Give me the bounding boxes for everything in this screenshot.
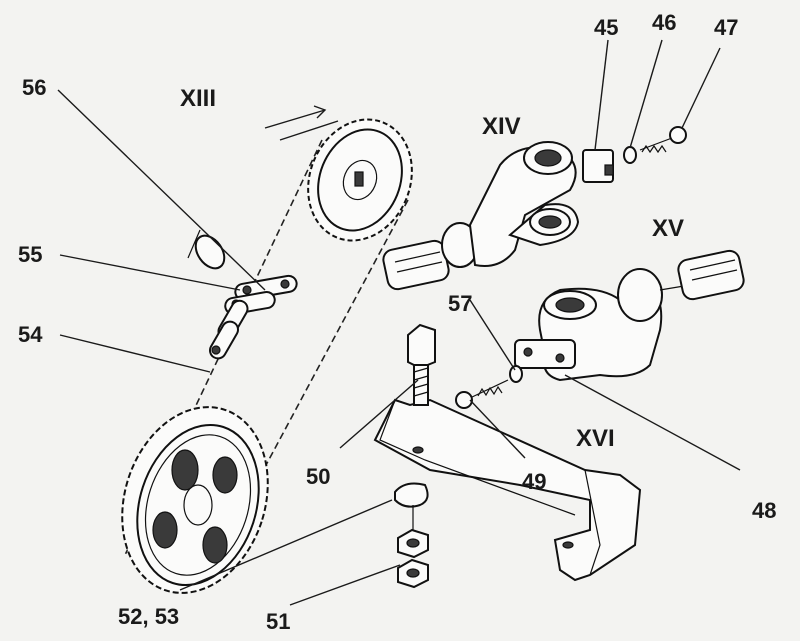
callout-51: 51: [266, 609, 290, 634]
callout-50: 50: [306, 464, 330, 489]
callout-46: 46: [652, 10, 676, 35]
chain-path: [124, 127, 409, 556]
group-label-xv: XV: [652, 215, 684, 242]
group-label-xiv: XIV: [482, 113, 521, 140]
chain-links: [187, 229, 298, 360]
callout-54: 54: [18, 322, 43, 347]
callout-57: 57: [448, 291, 472, 316]
large-sprocket: [121, 406, 269, 594]
callout-56: 56: [22, 75, 46, 100]
callout-55: 55: [18, 242, 42, 267]
callout-52-53: 52, 53: [118, 604, 179, 629]
leader-lines: [57, 39, 741, 606]
group-label-xiii: XIII: [180, 85, 216, 112]
lower-joint-assembly: [455, 249, 745, 409]
callout-49: 49: [522, 469, 546, 494]
callout-45: 45: [594, 15, 618, 40]
bolt-and-nuts: [394, 323, 436, 589]
mounting-bracket: [373, 398, 642, 582]
callout-numbers: 56 55 54 45 46 47 57 50 49 48 52, 53 51: [18, 10, 776, 634]
small-sprocket: [307, 118, 413, 242]
upper-joint-assembly: [382, 126, 687, 291]
chain-drive-assembly: [121, 105, 413, 594]
direction-arrows: [264, 105, 339, 141]
group-labels: XIII XIV XV XVI: [180, 85, 684, 452]
callout-48: 48: [752, 498, 776, 523]
callout-47: 47: [714, 15, 738, 40]
group-label-xvi: XVI: [576, 425, 615, 452]
